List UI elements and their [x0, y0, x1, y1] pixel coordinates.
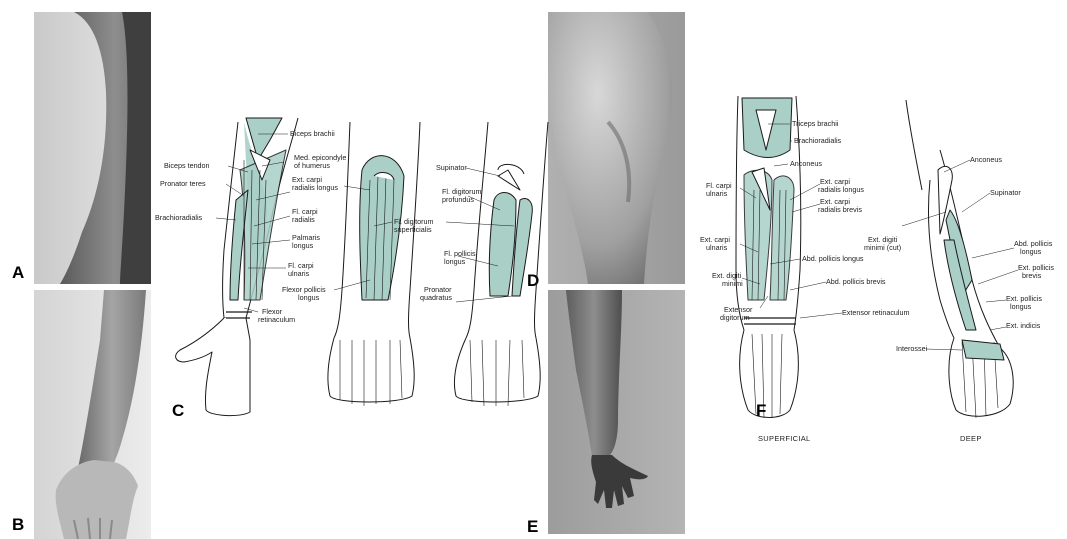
label-fl-carpi-ulnaris-2: ulnaris [288, 270, 309, 278]
panel-label-c: C [172, 401, 184, 421]
label-med-epicondyle-2: of humerus [294, 162, 330, 170]
label-supinator-deep: Supinator [990, 189, 1021, 197]
label-fl-dig-profundus-2: profundus [442, 196, 474, 204]
label-biceps-tendon: Biceps tendon [164, 162, 210, 170]
label-brachioradialis-c: Brachioradialis [155, 214, 202, 222]
caption-superficial: SUPERFICIAL [758, 434, 810, 443]
panel-c-arm2-drawing [328, 122, 420, 406]
label-ext-carpi-rad-longus-2: radialis longus [292, 184, 338, 192]
label-fl-pollicis-2: longus [444, 258, 465, 266]
label-pronator-teres: Pronator teres [160, 180, 206, 188]
label-abd-pollicis-brevis: Abd. pollicis brevis [826, 278, 886, 286]
label-biceps-brachii: Biceps brachii [290, 130, 335, 138]
label-ext-indicis: Ext. indicis [1006, 322, 1040, 330]
label-fl-dig-superficialis-2: superficialis [394, 226, 432, 234]
panel-label-f: F [756, 401, 766, 421]
label-ext-pollicis-brevis-2: brevis [1022, 272, 1041, 280]
panel-f-superficial-drawing [736, 96, 801, 418]
label-fl-carpi-radialis-2: radialis [292, 216, 315, 224]
label-palmaris-longus-2: longus [292, 242, 313, 250]
label-flexor-retinaculum-2: retinaculum [258, 316, 295, 324]
label-pronator-quadratus-2: quadratus [420, 294, 452, 302]
label-flexor-pollicis-2: longus [298, 294, 319, 302]
label-interossei: Interossei [896, 345, 927, 353]
label-anconeus-f: Anconeus [790, 160, 822, 168]
label-ext-digiti-minimi-cut-2: minimi (cut) [864, 244, 901, 252]
label-supinator-c: Supinator [436, 164, 467, 172]
label-triceps-brachii: Triceps brachii [792, 120, 838, 128]
label-ext-pollicis-longus-2: longus [1010, 303, 1031, 311]
label-fl-carpi-ulnaris-f-2: ulnaris [706, 190, 727, 198]
label-brachioradialis-f: Brachioradialis [794, 137, 841, 145]
label-extensor-digitorum-2: digitorum [720, 314, 750, 322]
label-anconeus-deep: Anconeus [970, 156, 1002, 164]
label-abd-pollicis-longus-f: Abd. pollicis longus [802, 255, 864, 263]
label-ext-carpi-ulnaris-2: ulnaris [706, 244, 727, 252]
label-ext-carpi-rad-longus-f-2: radialis longus [818, 186, 864, 194]
caption-deep: DEEP [960, 434, 982, 443]
label-ext-digiti-minimi-2: minimi [722, 280, 743, 288]
panel-f-deep-drawing [906, 100, 1013, 418]
panel-c-arm3-drawing [454, 122, 548, 406]
label-abd-pollicis-longus-d-2: longus [1020, 248, 1041, 256]
label-ext-carpi-rad-brevis-2: radialis brevis [818, 206, 862, 214]
label-extensor-retinaculum: Extensor retinaculum [842, 309, 910, 317]
